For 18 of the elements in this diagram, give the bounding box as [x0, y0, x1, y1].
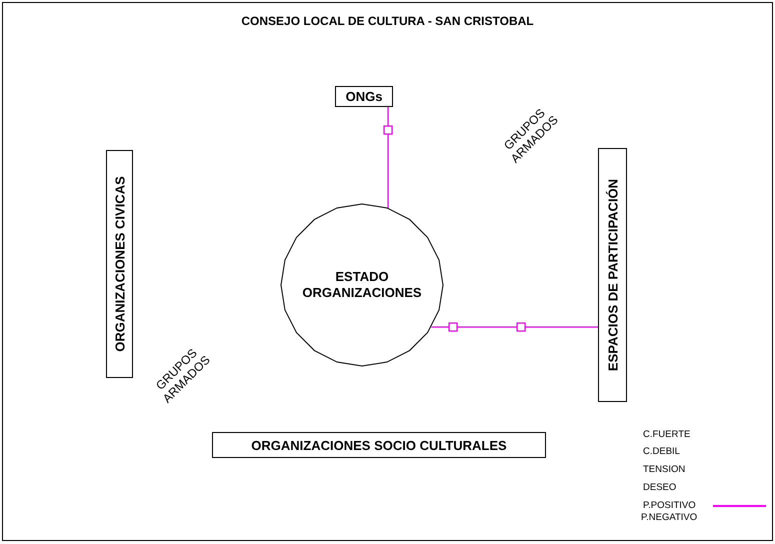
connector-line [387, 107, 389, 208]
legend-label: P.POSITIVO [643, 500, 696, 511]
node-label: ESPACIOS DE PARTICIPACIÓN [605, 178, 620, 372]
label-box [212, 432, 546, 458]
legend-label: C.FUERTE [643, 429, 690, 440]
label-box [335, 86, 393, 107]
node-label: ESTADO ORGANIZACIONES [301, 269, 423, 301]
node-label: ONGs [346, 89, 382, 104]
legend-label: DESEO [643, 482, 676, 493]
legend-label: TENSION [643, 464, 686, 475]
legend-label: C.DEBIL [643, 446, 680, 457]
vertical-label-box [106, 150, 133, 378]
node-label: ORGANIZACIONES CIVICAS [112, 176, 127, 352]
diagram-title: CONSEJO LOCAL DE CULTURA - SAN CRISTOBAL [240, 14, 535, 28]
node-label: ORGANIZACIONES SOCIO CULTURALES [251, 438, 507, 452]
connector-line [431, 326, 598, 328]
legend-label: P.NEGATIVO [641, 512, 698, 523]
vertical-label-box [598, 148, 627, 402]
